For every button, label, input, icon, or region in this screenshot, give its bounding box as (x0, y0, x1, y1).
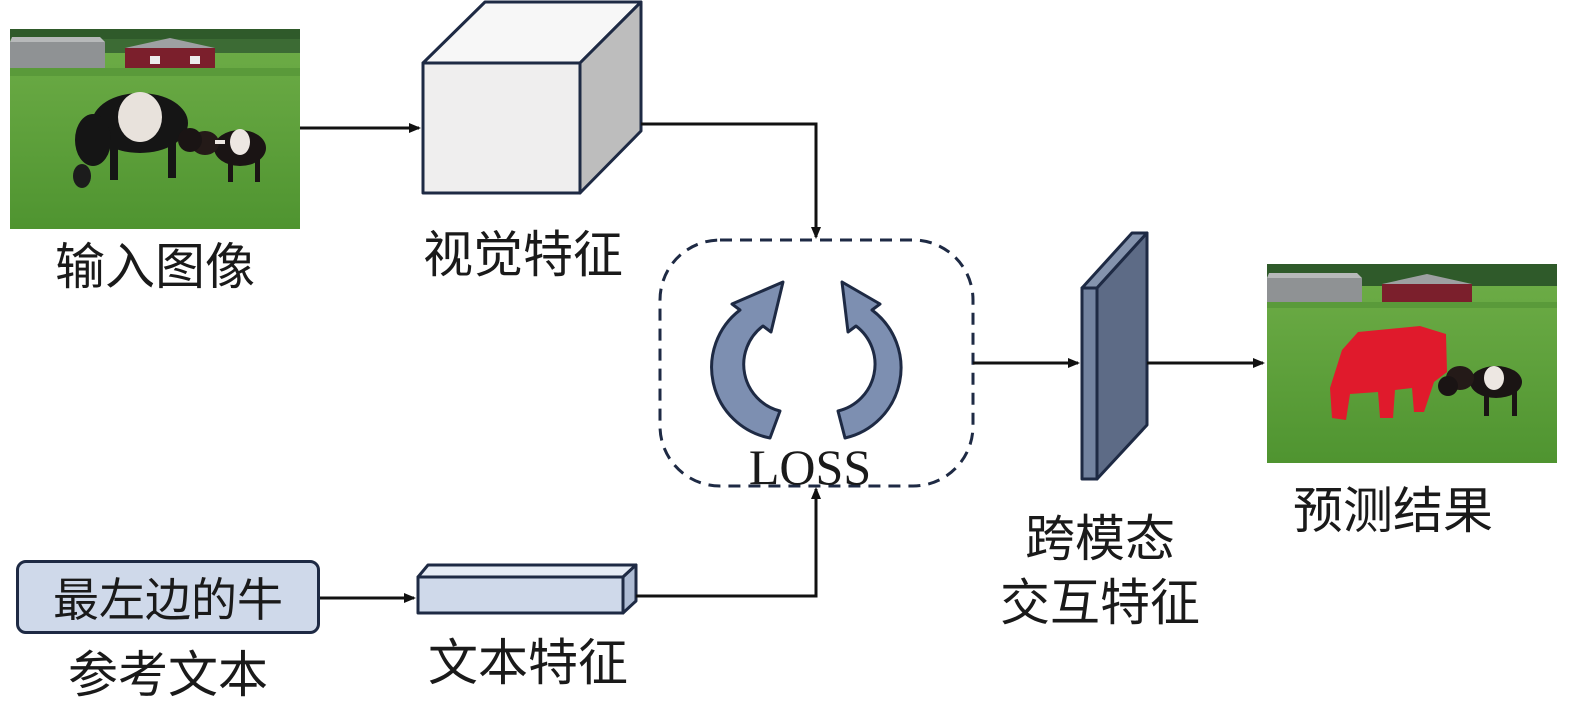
visual-feature-label: 视觉特征 (423, 226, 623, 284)
visual-feature-cube (421, 0, 643, 195)
cross-modal-label-line2: 交互特征 (1000, 574, 1200, 632)
text-feature-bar (416, 563, 638, 615)
text-feature-label: 文本特征 (428, 634, 628, 692)
input-image-label: 输入图像 (55, 238, 255, 296)
right-curved-arrow (836, 280, 903, 440)
calves-pred (1438, 366, 1522, 416)
cube-front-face (421, 61, 582, 195)
connectors (300, 122, 1265, 603)
prediction-image (1267, 264, 1557, 463)
circular-arrows-icon (710, 280, 903, 440)
left-curved-arrow (710, 280, 785, 440)
loss-label: LOSS (748, 439, 872, 495)
arrow-visual-to-loss (641, 122, 821, 239)
cross-modal-plate (1080, 231, 1149, 481)
reference-text-content: 最左边的牛 (53, 573, 283, 627)
input-image (10, 29, 300, 229)
cross-modal-label-line1: 跨模态 (1025, 510, 1175, 568)
segmentation-mask (1330, 326, 1447, 420)
prediction-label: 预测结果 (1293, 482, 1493, 540)
reference-text-box: 最左边的牛 (16, 560, 320, 634)
arrow-textfeature-to-loss (636, 487, 821, 598)
left-cow (73, 92, 188, 188)
reference-text-label: 参考文本 (68, 646, 268, 704)
calves (178, 128, 266, 182)
